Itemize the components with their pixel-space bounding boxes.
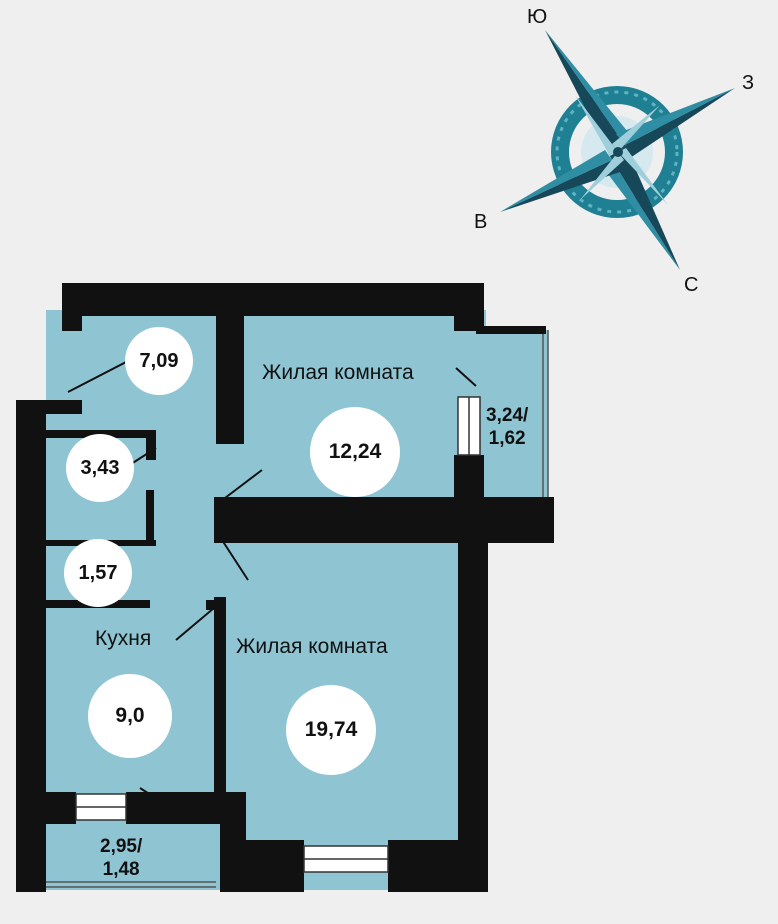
bathroom-area-badge: 3,43 [66,434,134,502]
compass-label-south: С [684,274,699,296]
living-room-1-area-badge: 12,24 [310,407,400,497]
living-room-2-label: Жилая комната [236,635,388,658]
kitchen-area-value: 9,0 [115,703,145,727]
living-room-2-area-badge: 19,74 [286,685,376,775]
kitchen-area-badge: 9,0 [88,674,172,758]
wc-area-value: 1,57 [78,561,118,584]
balcony-1-reduced-area: 1,62 [488,427,526,449]
compass-needles [500,30,735,270]
door-swings [67,359,477,807]
walls [16,283,554,892]
living-room-1-label: Жилая комната [262,361,414,384]
balcony-2-area: 2,95/ 1,48 [100,836,142,882]
hall-area-badge: 7,09 [125,327,193,395]
windows [75,396,481,873]
compass-label-east: З [742,72,755,94]
balcony-2-total-area: 2,95/ [100,836,143,857]
balcony-frames [46,330,549,888]
compass-label-north: Ю [527,6,548,28]
hall-area-value: 7,09 [139,349,179,372]
balcony-1-total-area: 3,24/ [486,405,529,426]
bathroom-area-value: 3,43 [80,456,120,479]
balcony-2-reduced-area: 1,48 [102,858,140,880]
living-room-1-area-value: 12,24 [328,439,382,463]
kitchen-label: Кухня [95,627,152,650]
wc-area-badge: 1,57 [64,539,132,607]
compass-label-west: В [474,211,488,233]
balcony-1-area: 3,24/ 1,62 [486,405,528,451]
living-room-2-area-value: 19,74 [304,717,358,741]
